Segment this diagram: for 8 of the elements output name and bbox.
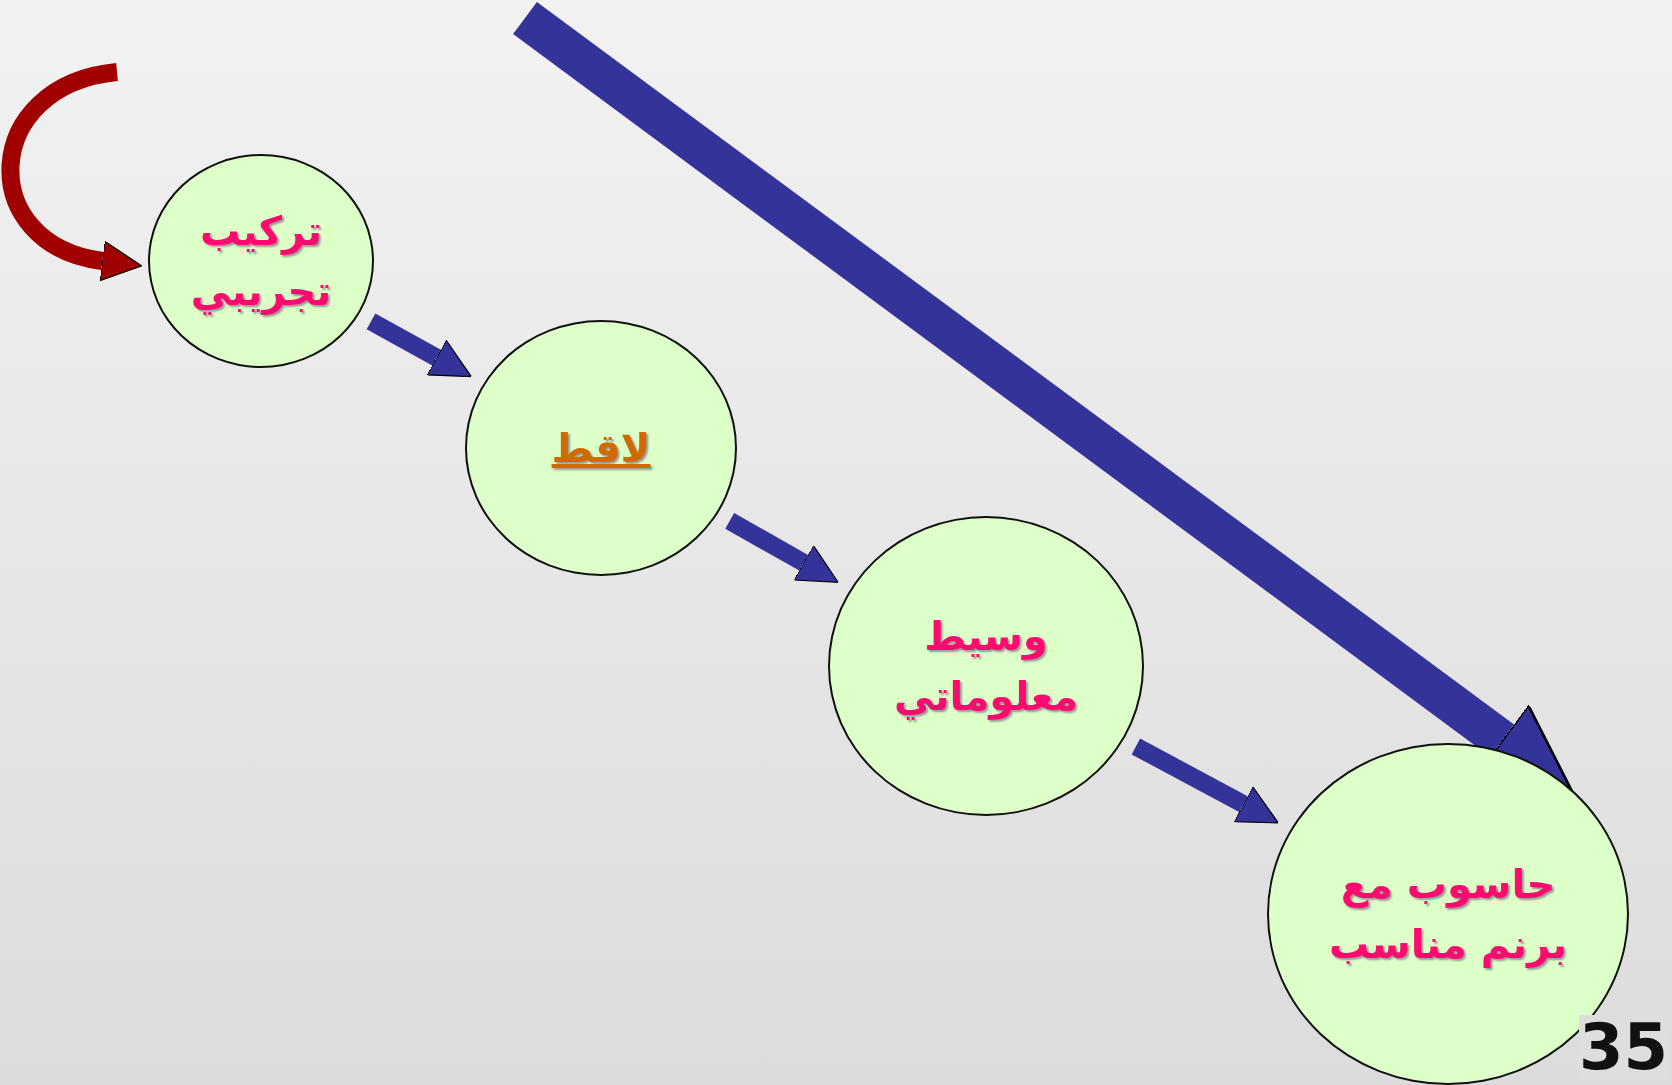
arrow bbox=[1, 63, 142, 281]
arrow bbox=[366, 313, 472, 378]
arrow bbox=[725, 513, 839, 583]
arrow bbox=[1131, 738, 1279, 824]
node-label: حاسوب مع برنم مناسب bbox=[1328, 860, 1568, 970]
node-label: تركيب تجريبي bbox=[189, 207, 333, 317]
node-label: وسيط معلوماتي bbox=[893, 612, 1079, 722]
node-label: لاقط bbox=[551, 424, 651, 473]
